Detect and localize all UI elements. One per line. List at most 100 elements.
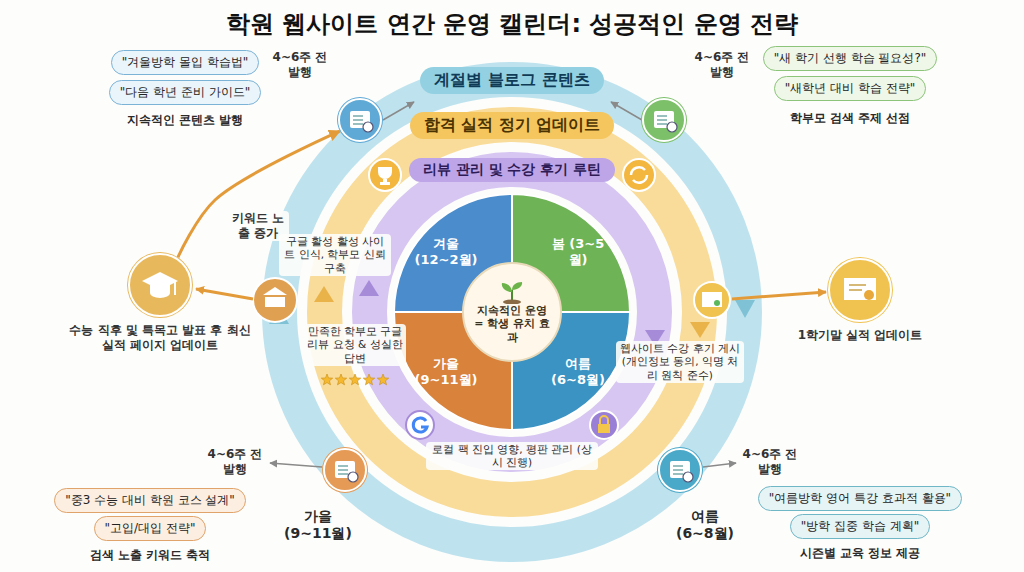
node-text: "새 학기 선행 학습 필요성?" xyxy=(774,50,927,67)
arrow xyxy=(270,463,322,467)
title: 학원 웹사이트 연간 운영 캘린더: 성공적인 운영 전략 xyxy=(0,8,1024,40)
note-label: 검색 노출 키워드 축적 xyxy=(87,547,214,564)
sprout-glyph xyxy=(503,300,521,305)
cert-glyph xyxy=(830,260,890,320)
certificate-icon xyxy=(714,300,720,306)
grad-glyph xyxy=(174,281,176,295)
lock-icon xyxy=(590,411,618,439)
cert-glyph xyxy=(864,290,874,300)
note-label: 웹사이트 수강 후기 게시 (개인정보 동의, 익명 처리 원칙 준수) xyxy=(616,341,744,382)
sprout-glyph xyxy=(502,283,512,292)
note-label: 로컬 팩 진입 영향, 평판 관리 (상시 진행) xyxy=(426,442,598,470)
certificate-icon xyxy=(702,292,722,307)
node-text: "새학년 대비 학습 전략" xyxy=(785,80,915,97)
center-circle: 지속적인 운영 = 학생 유치 효과 xyxy=(462,262,562,362)
doc-glyph xyxy=(673,465,683,467)
outer-ring xyxy=(280,80,745,545)
star xyxy=(321,374,332,385)
note-label: 학부모 검색 주제 선점 xyxy=(787,110,914,127)
doc-glyph xyxy=(338,473,348,475)
doc-glyph xyxy=(338,465,348,467)
sprout-glyph xyxy=(497,280,527,304)
trophy-icon xyxy=(369,159,401,191)
topic-pill: "다음 학년 준비 가이드" xyxy=(109,80,261,105)
refresh-icon xyxy=(623,159,655,191)
trophy-icon xyxy=(378,167,392,185)
ring-band: 합격 실적 정기 업데이트 xyxy=(410,112,615,139)
blog-icon: 4~6주 전 발행 xyxy=(642,98,686,142)
result-badge: 1학기말 실적 업데이트 xyxy=(828,258,892,322)
node-text: 4~6주 전 발행 xyxy=(205,447,265,477)
note-label: 여름 (6~8월) xyxy=(668,507,742,544)
node-text: "방학 집중 학습 계획" xyxy=(801,518,919,535)
cert-glyph xyxy=(849,289,862,291)
node-text: "겨울방학 몰입 학습법" xyxy=(122,54,249,71)
node-text: "중3 수능 대비 학원 코스 설계" xyxy=(65,492,235,509)
rating-stars xyxy=(321,374,388,385)
google-icon xyxy=(413,418,427,432)
doc-glyph xyxy=(683,472,693,482)
node-text: 봄 (3~5월) xyxy=(546,236,610,269)
star xyxy=(335,374,346,385)
node-text: "여름방학 영어 특강 효과적 활용" xyxy=(769,490,951,507)
doc-glyph xyxy=(644,100,684,140)
arrow xyxy=(196,289,253,299)
doc-glyph xyxy=(657,123,667,125)
topic-pill: "새 학기 선행 학습 필요성?" xyxy=(763,46,938,71)
node-text: 계절별 블로그 콘텐츠 xyxy=(434,70,589,91)
doc-glyph xyxy=(667,122,677,132)
topic-pill: "중3 수능 대비 학원 코스 설계" xyxy=(54,488,246,513)
ring-arrowheads xyxy=(314,286,334,302)
building-icon xyxy=(253,278,297,322)
doc-glyph xyxy=(340,100,380,140)
cert-glyph xyxy=(849,284,866,286)
doc-glyph xyxy=(353,123,363,125)
ring-arrowheads xyxy=(690,322,710,338)
doc-glyph xyxy=(348,472,358,482)
doc-glyph xyxy=(673,469,683,471)
doc-glyph xyxy=(673,473,683,475)
node-text: 4~6주 전 발행 xyxy=(270,50,330,80)
refresh-icon xyxy=(631,167,645,175)
arrow xyxy=(732,292,826,299)
note-label: 만족한 학부모 구글 리뷰 요청 & 성실한 답변 xyxy=(304,324,406,365)
node-text: 여름 (6~8월) xyxy=(546,356,610,389)
doc-glyph xyxy=(657,119,667,121)
ring-arrowheads xyxy=(359,280,379,296)
grad-glyph xyxy=(150,285,170,298)
refresh-icon xyxy=(623,159,655,191)
note-label: 지속적인 콘텐츠 발행 xyxy=(124,112,246,129)
topic-pill: "겨울방학 몰입 학습법" xyxy=(111,50,260,75)
arrow xyxy=(611,102,642,120)
middle-ring xyxy=(325,125,700,500)
lock-icon xyxy=(600,416,608,424)
ring-band: 리뷰 관리 및 수강 후기 루틴 xyxy=(409,158,615,182)
refresh-icon xyxy=(633,175,647,183)
node-text: 리뷰 관리 및 수강 후기 루틴 xyxy=(423,161,601,179)
node-text: 겨울 (12~2월) xyxy=(414,236,478,269)
wedge-shape xyxy=(512,312,630,430)
cert-glyph xyxy=(844,278,876,300)
doc-glyph xyxy=(338,469,348,471)
node-text: 4~6주 전 발행 xyxy=(692,50,752,80)
node-text: 가을 (9~11월) xyxy=(414,356,478,389)
result-badge: 수능 직후 및 특목고 발표 후 최신 실적 페이지 업데이트 xyxy=(128,253,192,317)
blog-icon: 4~6주 전 발행 xyxy=(338,98,382,142)
star xyxy=(363,374,374,385)
doc-glyph xyxy=(325,450,365,490)
trophy-icon xyxy=(369,159,401,191)
arrow xyxy=(703,463,736,467)
topic-pill: "방학 집중 학습 계획" xyxy=(790,514,930,539)
node-text: "고입/대입 전략" xyxy=(105,520,196,537)
sprout-glyph xyxy=(512,282,522,290)
grad-glyph xyxy=(130,255,190,315)
topic-pill: "새학년 대비 학습 전략" xyxy=(774,76,926,101)
node-text: 수능 직후 및 특목고 발표 후 최신 실적 페이지 업데이트 xyxy=(65,323,255,353)
wedge-shape xyxy=(394,194,512,312)
node-text: 1학기말 실적 업데이트 xyxy=(785,328,935,343)
edge-label: 키워드 노출 증가 xyxy=(227,211,289,241)
ring-band: 계절별 블로그 콘텐츠 xyxy=(420,67,603,94)
wedge-shape xyxy=(512,194,630,312)
doc-glyph xyxy=(657,115,667,117)
